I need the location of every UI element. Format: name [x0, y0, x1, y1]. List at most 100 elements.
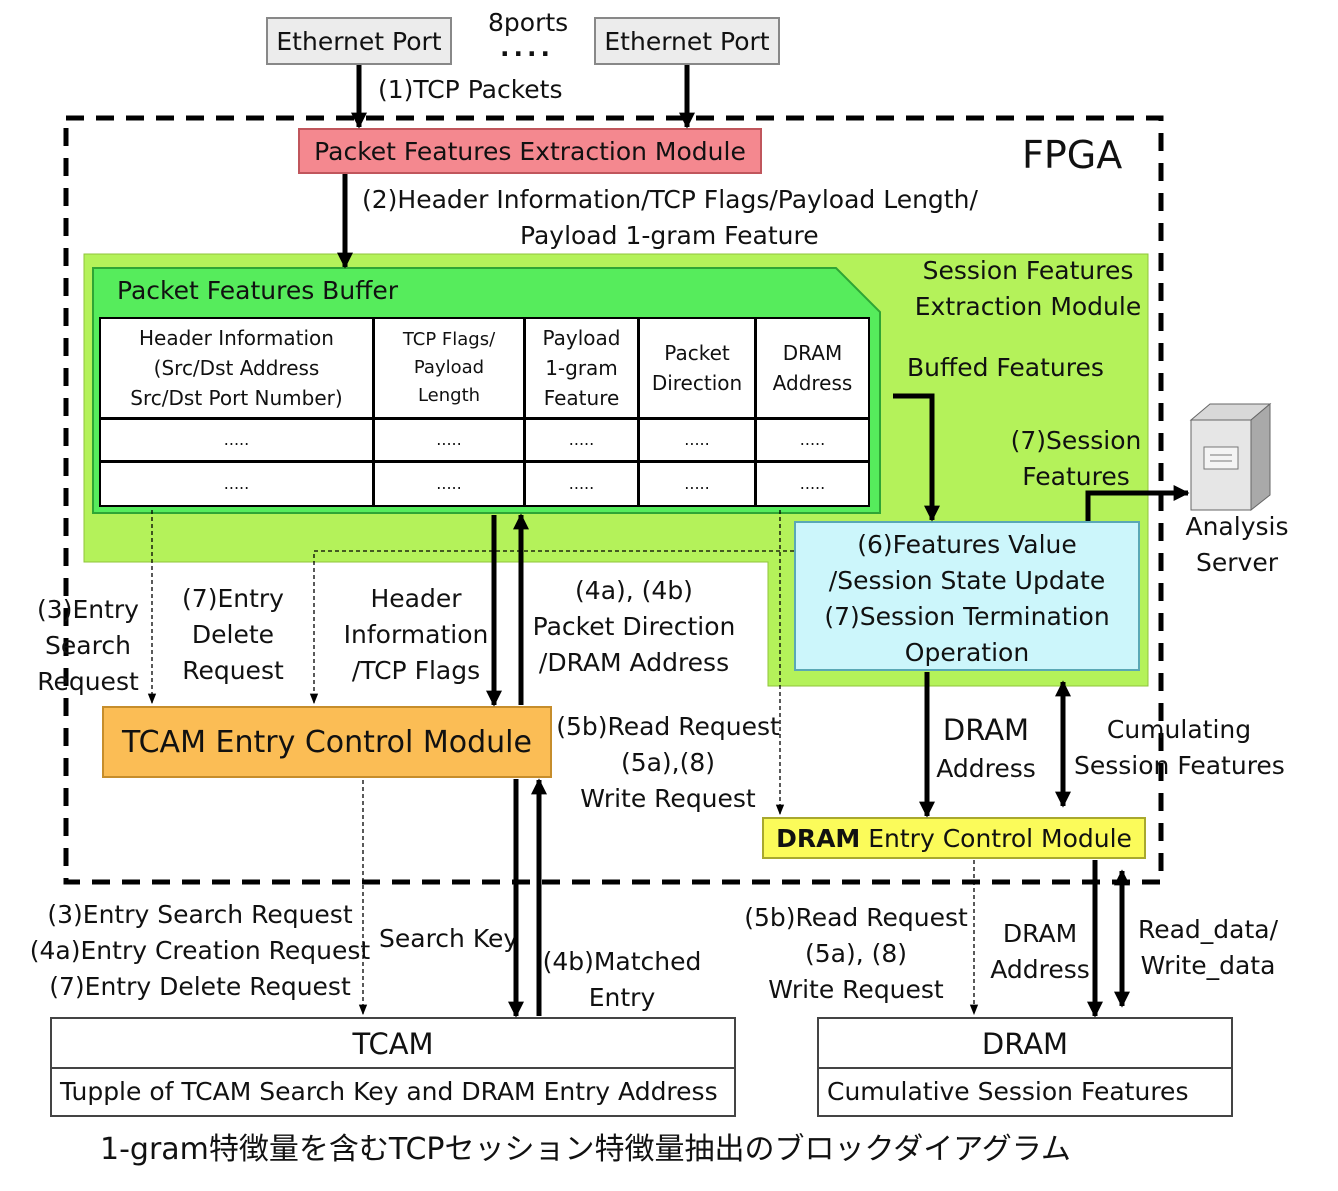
- port-count-label: 8ports: [488, 8, 569, 37]
- cumulating-session-features-line2: Session Features: [1074, 751, 1285, 780]
- tcam-memory: TCAM Tupple of TCAM Search Key and DRAM …: [50, 1017, 736, 1117]
- read-request-label-line2: (5a),(8): [620, 748, 716, 777]
- header-info-tcp-flags-line1: Header: [370, 584, 462, 613]
- buffer-column-payload-1gram: Payload 1-gram Feature: [526, 319, 637, 417]
- tcam-content: Tupple of TCAM Search Key and DRAM Entry…: [60, 1077, 718, 1106]
- buffer-row2-cell4: .....: [640, 463, 754, 505]
- features-update-line4: Operation: [904, 638, 1030, 667]
- buffer-row1-cell5: .....: [757, 420, 868, 460]
- read-write-data-line1: Read_data/: [1137, 915, 1279, 944]
- entry-delete-request-line3: Request: [182, 656, 284, 685]
- buffer-column-1-line1: Header Information: [139, 326, 334, 350]
- matched-entry-line2: Entry: [588, 983, 656, 1012]
- tcam-request-line2: (4a)Entry Creation Request: [29, 936, 371, 965]
- tcam-request-line1: (3)Entry Search Request: [47, 900, 353, 929]
- session-module-label-line2: Extraction Module: [914, 292, 1142, 321]
- buffer-row1-cell3: .....: [526, 420, 637, 460]
- read-request-label-line3: Write Request: [580, 784, 756, 813]
- buffer-column-dram-address: DRAM Address: [757, 319, 868, 417]
- buffer-column-5-line1: DRAM: [782, 341, 843, 365]
- dram-content: Cumulative Session Features: [827, 1077, 1189, 1106]
- read-write-data-line2: Write_data: [1140, 951, 1276, 980]
- dram-memory: DRAM Cumulative Session Features: [817, 1017, 1233, 1117]
- buffer-row1-cell2: .....: [375, 420, 523, 460]
- packet-features-buffer-title: Packet Features Buffer: [117, 276, 399, 305]
- dram-request-line3: Write Request: [768, 975, 944, 1004]
- buffed-features-label: Buffed Features: [907, 353, 1104, 382]
- buffer-column-5-line2: Address: [772, 371, 853, 395]
- features-update-line1: (6)Features Value: [857, 530, 1077, 559]
- packet-direction-label-line2: Packet Direction: [532, 612, 736, 641]
- tcam-title-cell: TCAM: [52, 1019, 734, 1069]
- dram-entry-control-module-label-bold: DRAM: [776, 823, 861, 853]
- buffer-column-2-line2: Payload: [413, 357, 485, 378]
- entry-search-request-line2: Search: [45, 631, 131, 660]
- tcam-request-line3: (7)Entry Delete Request: [49, 972, 351, 1001]
- dram-request-line2: (5a), (8): [804, 939, 908, 968]
- packet-features-buffer-table: Header Information (Src/Dst Address Src/…: [99, 317, 870, 507]
- port-ellipsis: ....: [500, 33, 554, 62]
- buffer-column-3-line3: Feature: [543, 386, 620, 410]
- buffer-row1-cell4: .....: [640, 420, 754, 460]
- dram-title: DRAM: [981, 1027, 1069, 1061]
- buffer-column-4-line1: Packet: [664, 341, 730, 365]
- buffer-column-packet-direction: Packet Direction: [640, 319, 754, 417]
- buffer-column-1-line2: (Src/Dst Address: [153, 356, 320, 380]
- session-features-label-line1: (7)Session: [1010, 426, 1142, 455]
- buffer-column-2-line1: TCP Flags/: [402, 329, 496, 350]
- packet-features-extraction-module-label: Packet Features Extraction Module: [314, 136, 746, 166]
- tcam-title: TCAM: [352, 1027, 434, 1061]
- entry-delete-request-line1: (7)Entry: [182, 584, 284, 613]
- ethernet-port-left: Ethernet Port: [266, 17, 452, 65]
- session-features-label-line2: Features: [1022, 462, 1130, 491]
- read-request-label-line1: (5b)Read Request: [556, 712, 780, 741]
- packet-direction-label-line3: /DRAM Address: [538, 648, 730, 677]
- analysis-server-label-line2: Server: [1196, 548, 1278, 577]
- buffer-column-header-information: Header Information (Src/Dst Address Src/…: [101, 319, 372, 417]
- features-update-line3: (7)Session Termination: [824, 602, 1110, 631]
- buffer-column-3-line1: Payload: [542, 326, 621, 350]
- tcam-entry-control-module-label: TCAM Entry Control Module: [122, 724, 532, 760]
- tcp-packets-label: (1)TCP Packets: [378, 75, 563, 104]
- fpga-label: FPGA: [1022, 133, 1123, 177]
- packet-features-extraction-module: Packet Features Extraction Module: [298, 128, 762, 174]
- dram-address-mid-line1: DRAM: [942, 713, 1030, 747]
- buffer-column-2-line3: Length: [417, 385, 481, 406]
- ethernet-port-left-label: Ethernet Port: [276, 26, 442, 56]
- buffer-column-tcp-flags: TCP Flags/ Payload Length: [375, 319, 523, 417]
- entry-search-request-line1: (3)Entry: [37, 595, 139, 624]
- buffer-row1-cell1: .....: [101, 420, 372, 460]
- buffer-column-1-line3: Src/Dst Port Number): [130, 386, 343, 410]
- features-update-module: (6)Features Value /Session State Update …: [794, 521, 1140, 671]
- ethernet-port-right-label: Ethernet Port: [604, 26, 770, 56]
- ethernet-port-right: Ethernet Port: [594, 17, 780, 65]
- dram-address-lower-line2: Address: [990, 955, 1090, 984]
- analysis-server-label-line1: Analysis: [1185, 512, 1289, 541]
- packet-direction-label-line1: (4a), (4b): [575, 576, 693, 605]
- figure-caption: 1-gram特徴量を含むTCPセッション特徴量抽出のブロックダイアグラム: [100, 1132, 1071, 1167]
- header-information-output-line2: Payload 1-gram Feature: [520, 221, 819, 250]
- dram-request-line1: (5b)Read Request: [744, 903, 968, 932]
- buffer-column-4-line2: Direction: [651, 371, 743, 395]
- dram-address-lower-line1: DRAM: [1002, 919, 1078, 948]
- dram-title-cell: DRAM: [819, 1019, 1231, 1069]
- buffer-row2-cell2: .....: [375, 463, 523, 505]
- dram-address-mid-line2: Address: [936, 754, 1036, 783]
- buffer-row2-cell1: .....: [101, 463, 372, 505]
- entry-search-request-line3: Request: [37, 667, 139, 696]
- cumulating-session-features-line1: Cumulating: [1106, 715, 1252, 744]
- dram-entry-control-module-label-rest: Entry Control Module: [860, 823, 1132, 853]
- search-key-label: Search Key: [379, 924, 519, 953]
- matched-entry-line1: (4b)Matched: [542, 947, 702, 976]
- header-info-tcp-flags-line3: /TCP Flags: [351, 656, 481, 685]
- tcam-entry-control-module: TCAM Entry Control Module: [102, 706, 552, 778]
- buffer-row2-cell3: .....: [526, 463, 637, 505]
- entry-delete-request-line2: Delete: [191, 620, 275, 649]
- buffer-row2-cell5: .....: [757, 463, 868, 505]
- header-info-tcp-flags-line2: Information: [343, 620, 489, 649]
- buffer-column-3-line2: 1-gram: [545, 356, 618, 380]
- session-module-label-line1: Session Features: [922, 256, 1134, 285]
- features-update-line2: /Session State Update: [828, 566, 1106, 595]
- dram-entry-control-module: DRAM Entry Control Module: [762, 817, 1146, 859]
